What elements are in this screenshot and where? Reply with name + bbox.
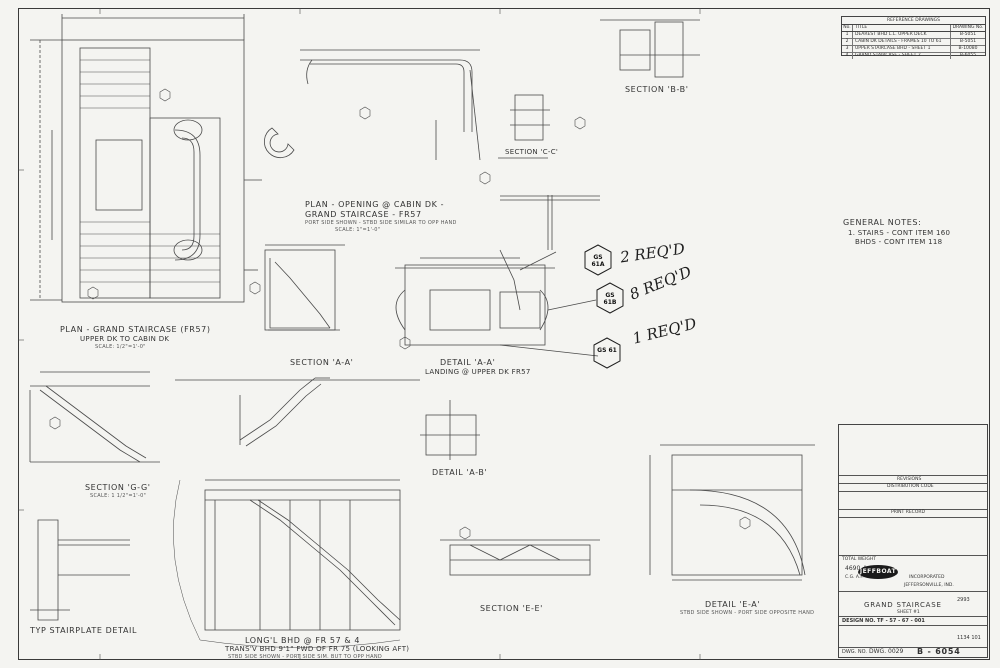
detail-e-a [649, 444, 815, 581]
total-weight-label: TOTAL WEIGHT [842, 557, 876, 562]
row-no: 4 [842, 53, 853, 59]
detail-a-a-label: DETAIL 'A-A' [440, 358, 496, 367]
row-dwg: B-6055 [959, 53, 977, 58]
distribution-label: DISTRIBUTION CODE [887, 484, 934, 489]
row-no: 1 [842, 32, 853, 38]
print-record-label: PRINT RECORD [891, 510, 925, 515]
plan-opening-title-2: GRAND STAIRCASE - FR57 [305, 210, 422, 219]
col-no: No. [842, 25, 853, 31]
gs61a-tag: GS 61A [591, 254, 605, 268]
company-sub: INCORPORATED [909, 575, 945, 580]
section-a-a-label: SECTION 'A-A' [290, 358, 354, 367]
sheet-number: DWG. 0029 [869, 648, 904, 655]
section-e-e-label: SECTION 'E-E' [480, 604, 543, 613]
title-block: REVISIONS DISTRIBUTION CODE PRINT RECORD… [838, 424, 988, 658]
detail-e-a-subtitle: STBD SIDE SHOWN - PORT SIDE OPPOSITE HAN… [680, 610, 815, 616]
contract-number: 1134 101 [957, 635, 981, 641]
section-a-a [264, 244, 345, 331]
sheet-border [18, 8, 990, 660]
plan-grand-title: PLAN - GRAND STAIRCASE (FR57) [60, 325, 211, 334]
reference-drawings-table: REFERENCE DRAWINGS No. TITLE DRAWING No.… [841, 16, 986, 59]
table-row: 4 GRAND STAIRCASE - SHEET 2 B-6055 [842, 53, 985, 59]
reference-drawings-title: REFERENCE DRAWINGS [842, 17, 985, 25]
section-b-b [600, 19, 700, 78]
reference-drawings-header: No. TITLE DRAWING No. [842, 25, 985, 32]
row-title: GRAND STAIRCASE - SHEET 2 [853, 53, 951, 59]
section-e-e [440, 539, 600, 576]
longl-bhd-label: LONG'L BHD @ FR 57 & 4 [245, 636, 361, 645]
drawing-number: B - 6054 [917, 647, 961, 656]
row-title: CABIN DK DETAILS - FRAMES 10 TO 61 [853, 39, 951, 45]
trans-bhd-label: TRANS'V BHD 9'1" FWD OF FR 75 (LOOKING A… [225, 645, 410, 653]
cg-label: C.G. A.F. [845, 575, 864, 580]
detail-e-a-label: DETAIL 'E-A' [705, 600, 761, 609]
row-title: DEAREST BHD L.L. UPPER DECK [853, 32, 951, 38]
revisions-label: REVISIONS [897, 477, 922, 482]
general-notes-line1: 1. STAIRS - CONT ITEM 160 [848, 229, 951, 237]
sheet-label: SHEET #1 [897, 610, 920, 615]
detail-a-b [420, 400, 480, 460]
col-dwg: DRAWING No. [952, 25, 984, 30]
dwg-label: DWG. NO. [842, 649, 867, 655]
section-c-c-label: SECTION 'C-C' [505, 148, 559, 156]
section-b-b-label: SECTION 'B-B' [625, 85, 689, 94]
row-dwg: B-10080 [958, 46, 978, 51]
table-row: 1 DEAREST BHD L.L. UPPER DECK B-5051 [842, 32, 985, 39]
detail-a-b-label: DETAIL 'A-B' [432, 468, 488, 477]
section-g-g-scale: SCALE: 1 1/2"=1'-0" [90, 493, 147, 499]
section-g-g-label: SECTION 'G-G' [85, 483, 151, 492]
detail-a-a-landing [395, 249, 599, 357]
hull-number: 2993 [957, 597, 970, 603]
gs61-tag: GS 61 [597, 347, 617, 354]
section-c-c [498, 94, 600, 250]
detail-a-a-subtitle: LANDING @ UPPER DK FR57 [425, 368, 531, 376]
gs-hexagons [584, 244, 624, 369]
row-no: 3 [842, 46, 853, 52]
plan-grand-subtitle: UPPER DK TO CABIN DK [80, 335, 170, 343]
callout-hexes [49, 88, 751, 540]
plan-opening-subtitle: PORT SIDE SHOWN - STBD SIDE SIMILAR TO O… [305, 220, 457, 226]
typ-stairplate-label: TYP STAIRPLATE DETAIL [30, 626, 138, 635]
row-no: 2 [842, 39, 853, 45]
section-middle-stairs [175, 377, 420, 447]
design-no: DESIGN NO. TF - 57 - 67 - 001 [842, 618, 925, 624]
table-row: 3 UPPER STAIRCASE BHD - SHEET 1 B-10080 [842, 46, 985, 53]
plan-opening-cabin-dk [263, 49, 481, 161]
plan-opening-scale: SCALE: 1"=1'-0" [335, 227, 381, 233]
plan-opening-title: PLAN - OPENING @ CABIN DK - [305, 200, 445, 209]
plan-grand-staircase [30, 14, 262, 303]
table-row: 2 CABIN DK DETAILS - FRAMES 10 TO 61 B-5… [842, 39, 985, 46]
company-city: JEFFERSONVILLE, IND. [904, 583, 954, 588]
row-dwg: B-5051 [959, 32, 977, 37]
row-title: UPPER STAIRCASE BHD - SHEET 1 [853, 46, 951, 52]
gs61b-tag: GS 61B [603, 292, 617, 306]
col-title: TITLE [853, 25, 951, 31]
trans-bhd-subtitle: STBD SIDE SHOWN - PORT SIDE SIM. BUT TO … [228, 654, 383, 660]
general-notes-title: GENERAL NOTES: [843, 218, 922, 227]
jeffboat-logo: JEFFBOAT [858, 565, 898, 579]
typ-stairplate [30, 519, 130, 621]
border-ticks [18, 8, 701, 660]
longl-bhd-elevation [173, 479, 401, 648]
row-dwg: B-5051 [959, 39, 977, 44]
drawing-title: GRAND STAIRCASE [864, 601, 942, 609]
total-weight-value: 4690 # [845, 565, 868, 572]
general-notes-line2: BHDS - CONT ITEM 118 [855, 238, 943, 246]
plan-grand-scale: SCALE: 1/2"=1'-0" [95, 344, 146, 350]
section-g-g [29, 371, 160, 463]
